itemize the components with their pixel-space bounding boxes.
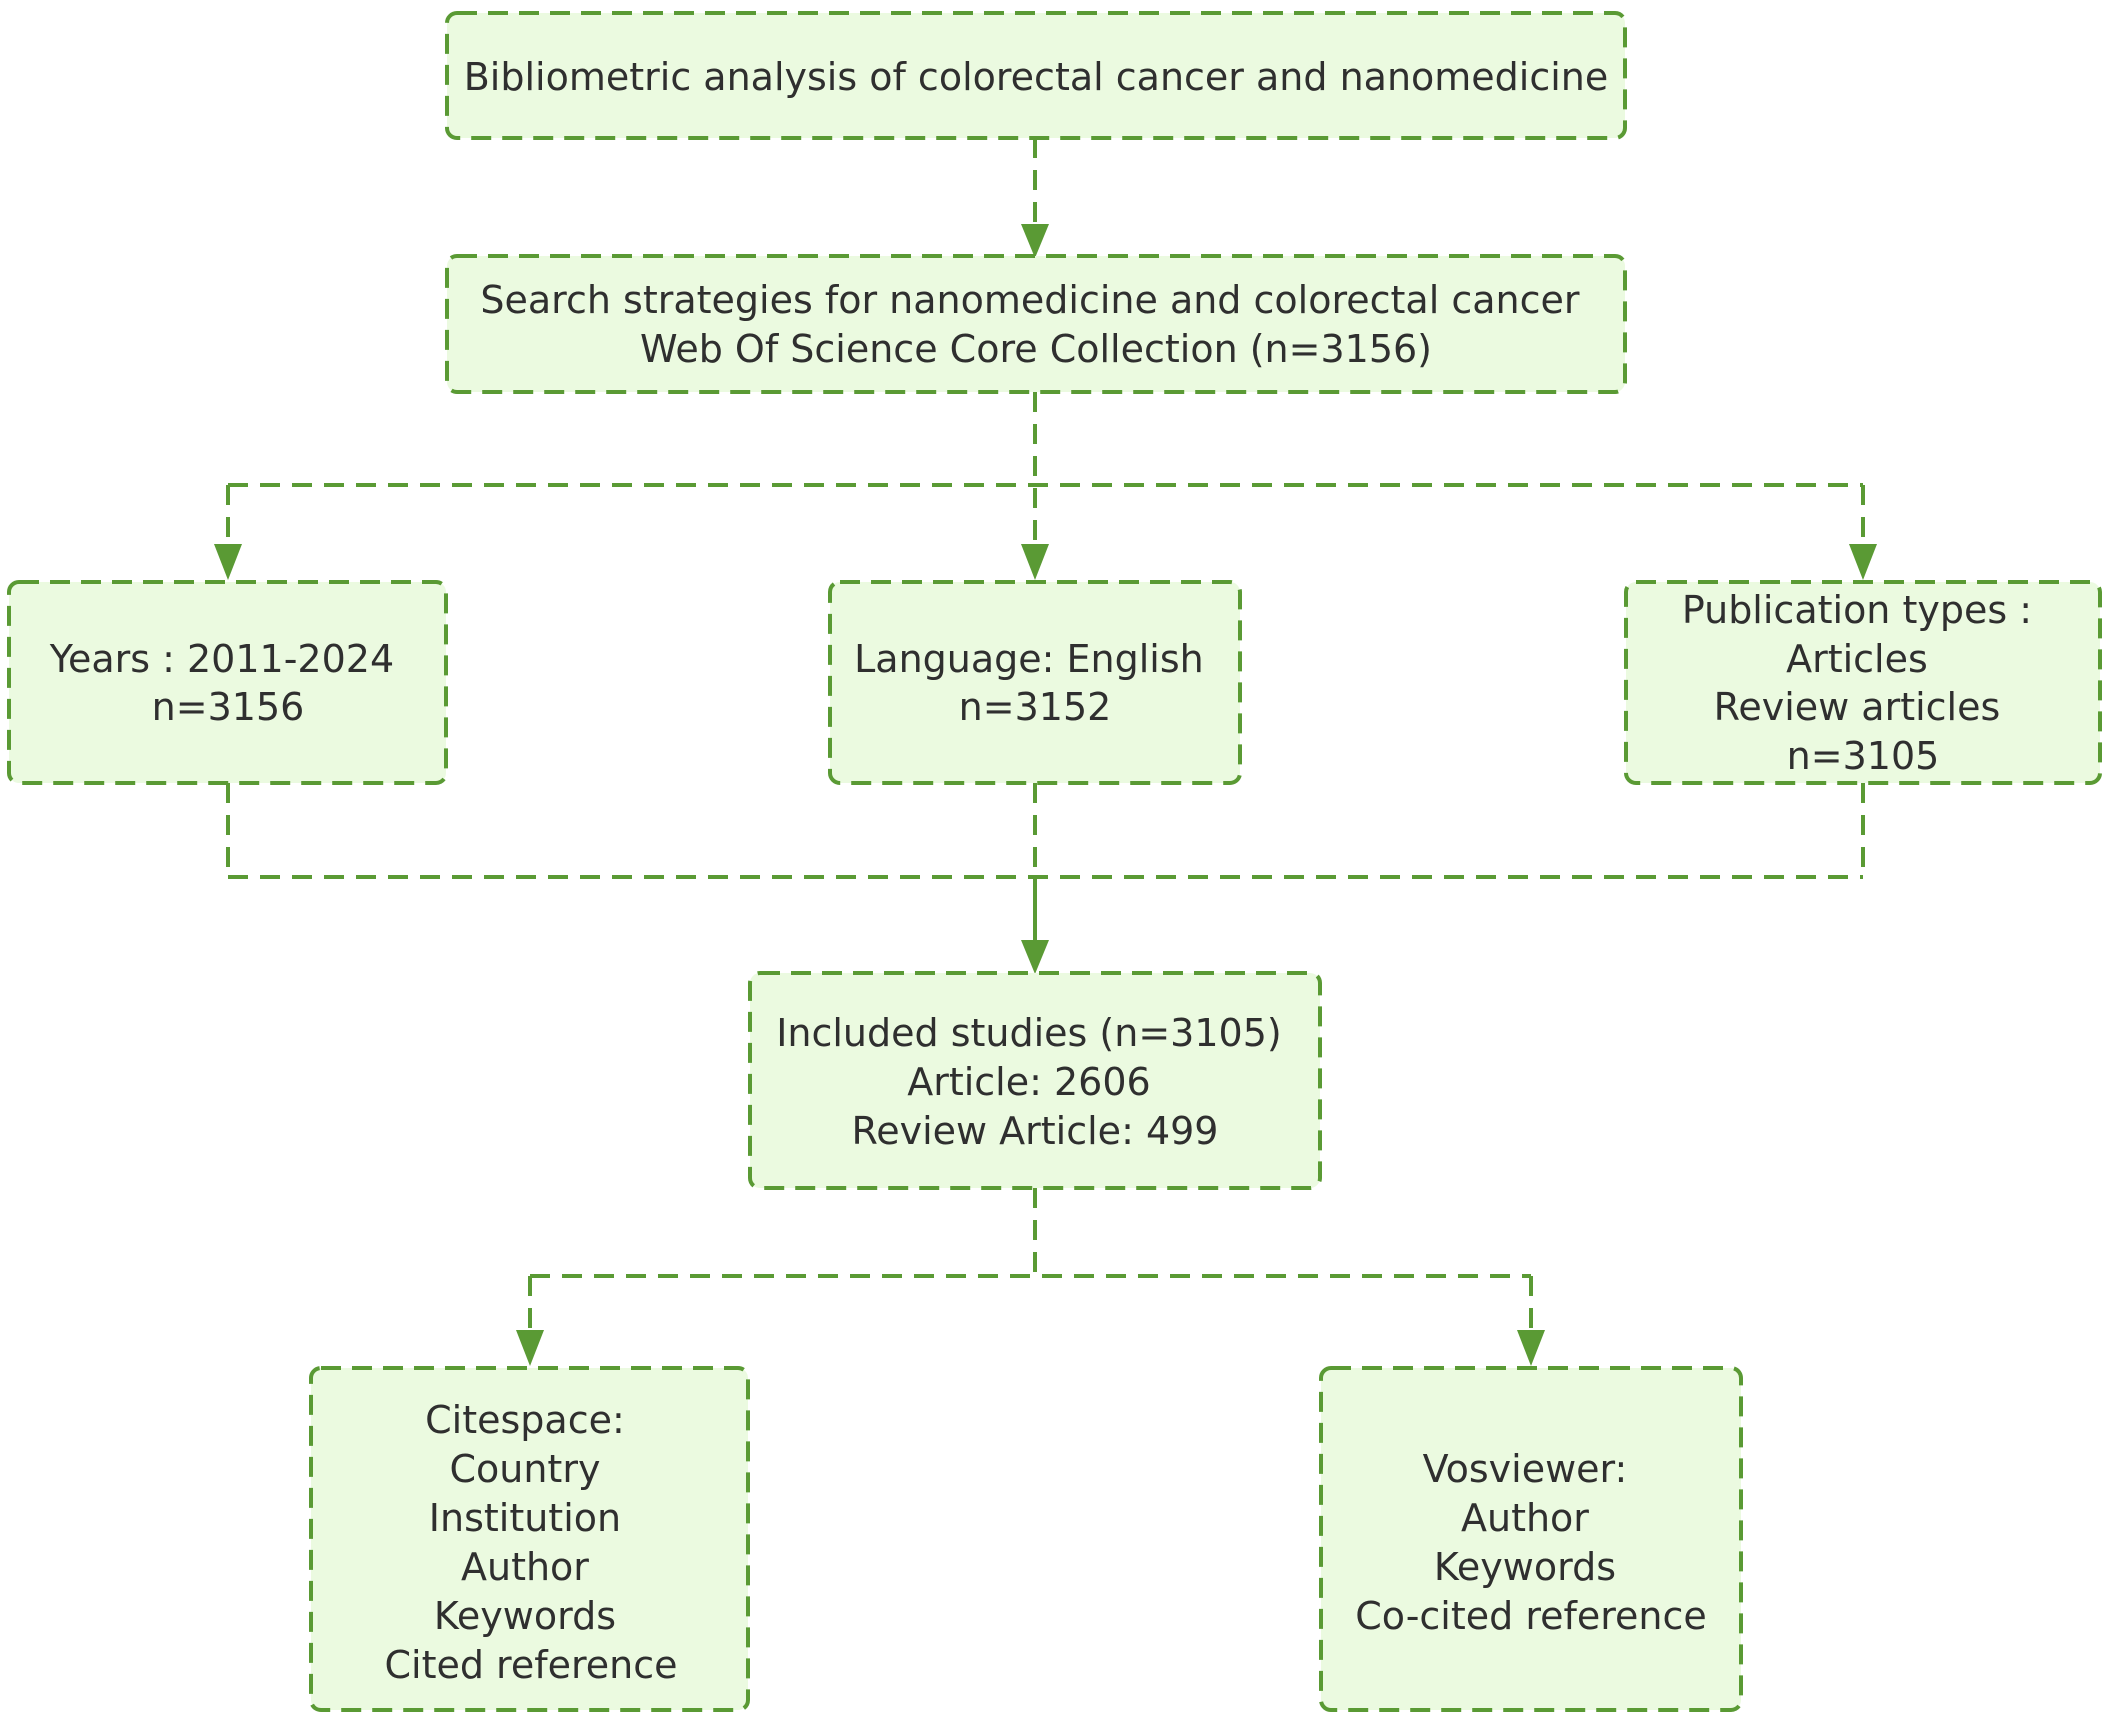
node-vosviewer: Vosviewer: Author Keywords Co-cited refe… xyxy=(1319,1366,1743,1712)
node-analysis-text: Bibliometric analysis of colorectal canc… xyxy=(464,55,1609,99)
node-pubtypes-box xyxy=(1624,580,2102,785)
arrow-head-search xyxy=(1021,224,1049,258)
node-years-box xyxy=(7,580,448,785)
node-pubtypes-line-1: Publication types : xyxy=(1682,588,2032,632)
node-vosviewer-box xyxy=(1319,1366,1743,1712)
node-pubtypes-line-4: n=3105 xyxy=(1787,734,1940,778)
node-citespace-line-4: Author xyxy=(461,1545,589,1589)
node-analysis: Bibliometric analysis of colorectal canc… xyxy=(445,11,1627,140)
node-pubtypes-text: Publication types : Articles Review arti… xyxy=(1682,588,2044,778)
node-years-line-2: n=3156 xyxy=(152,685,305,729)
node-search: Search strategies for nanomedicine and c… xyxy=(445,254,1627,394)
node-years-text: Years : 2011-2024 n=3156 xyxy=(49,637,406,729)
node-included-line-2: Article: 2606 xyxy=(907,1060,1151,1104)
node-pubtypes: Publication types : Articles Review arti… xyxy=(1624,580,2102,785)
node-included-line-1: Included studies (n=3105) xyxy=(776,1011,1282,1055)
node-language-box xyxy=(828,580,1242,785)
arrow-head-years xyxy=(214,544,242,580)
node-analysis-box xyxy=(445,11,1627,140)
node-citespace-box xyxy=(309,1366,750,1712)
node-citespace: Citespace: Country Institution Author Ke… xyxy=(309,1366,750,1712)
node-citespace-line-5: Keywords xyxy=(434,1594,616,1638)
node-vosviewer-line-2: Author xyxy=(1461,1496,1589,1540)
arrow-head-vosviewer xyxy=(1517,1330,1545,1366)
node-search-box xyxy=(445,254,1627,394)
node-search-text: Search strategies for nanomedicine and c… xyxy=(480,278,1591,371)
node-years: Years : 2011-2024 n=3156 xyxy=(7,580,448,785)
node-citespace-text: Citespace: Country Institution Author Ke… xyxy=(384,1398,677,1687)
node-vosviewer-line-3: Keywords xyxy=(1434,1545,1616,1589)
node-language-text: Language: English n=3152 xyxy=(854,637,1216,729)
node-citespace-line-6: Cited reference xyxy=(384,1643,677,1687)
arrow-head-language xyxy=(1021,544,1049,580)
node-citespace-line-1: Citespace: xyxy=(425,1398,625,1442)
node-included: Included studies (n=3105) Article: 2606 … xyxy=(748,971,1322,1190)
node-pubtypes-line-3: Review articles xyxy=(1714,685,2001,729)
node-years-line-1: Years : 2011-2024 xyxy=(49,637,394,681)
node-included-text: Included studies (n=3105) Article: 2606 … xyxy=(776,1011,1294,1153)
node-included-line-3: Review Article: 499 xyxy=(852,1109,1219,1153)
node-pubtypes-line-2: Articles xyxy=(1786,637,1928,681)
node-language: Language: English n=3152 xyxy=(828,580,1242,785)
node-language-line-1: Language: English xyxy=(854,637,1204,681)
node-search-line-1: Search strategies for nanomedicine and c… xyxy=(480,278,1579,322)
node-analysis-line-1: Bibliometric analysis of colorectal canc… xyxy=(464,55,1609,99)
node-citespace-line-2: Country xyxy=(449,1447,600,1491)
arrow-head-citespace xyxy=(516,1330,544,1366)
node-language-line-2: n=3152 xyxy=(959,685,1112,729)
node-search-line-2: Web Of Science Core Collection (n=3156) xyxy=(640,327,1432,371)
arrow-head-included xyxy=(1021,940,1049,974)
node-vosviewer-line-1: Vosviewer: xyxy=(1423,1447,1628,1491)
node-vosviewer-text: Vosviewer: Author Keywords Co-cited refe… xyxy=(1355,1447,1707,1638)
node-vosviewer-line-4: Co-cited reference xyxy=(1355,1594,1707,1638)
node-citespace-line-3: Institution xyxy=(429,1496,621,1540)
node-included-box xyxy=(748,971,1322,1190)
arrow-head-pubtypes xyxy=(1849,544,1877,580)
